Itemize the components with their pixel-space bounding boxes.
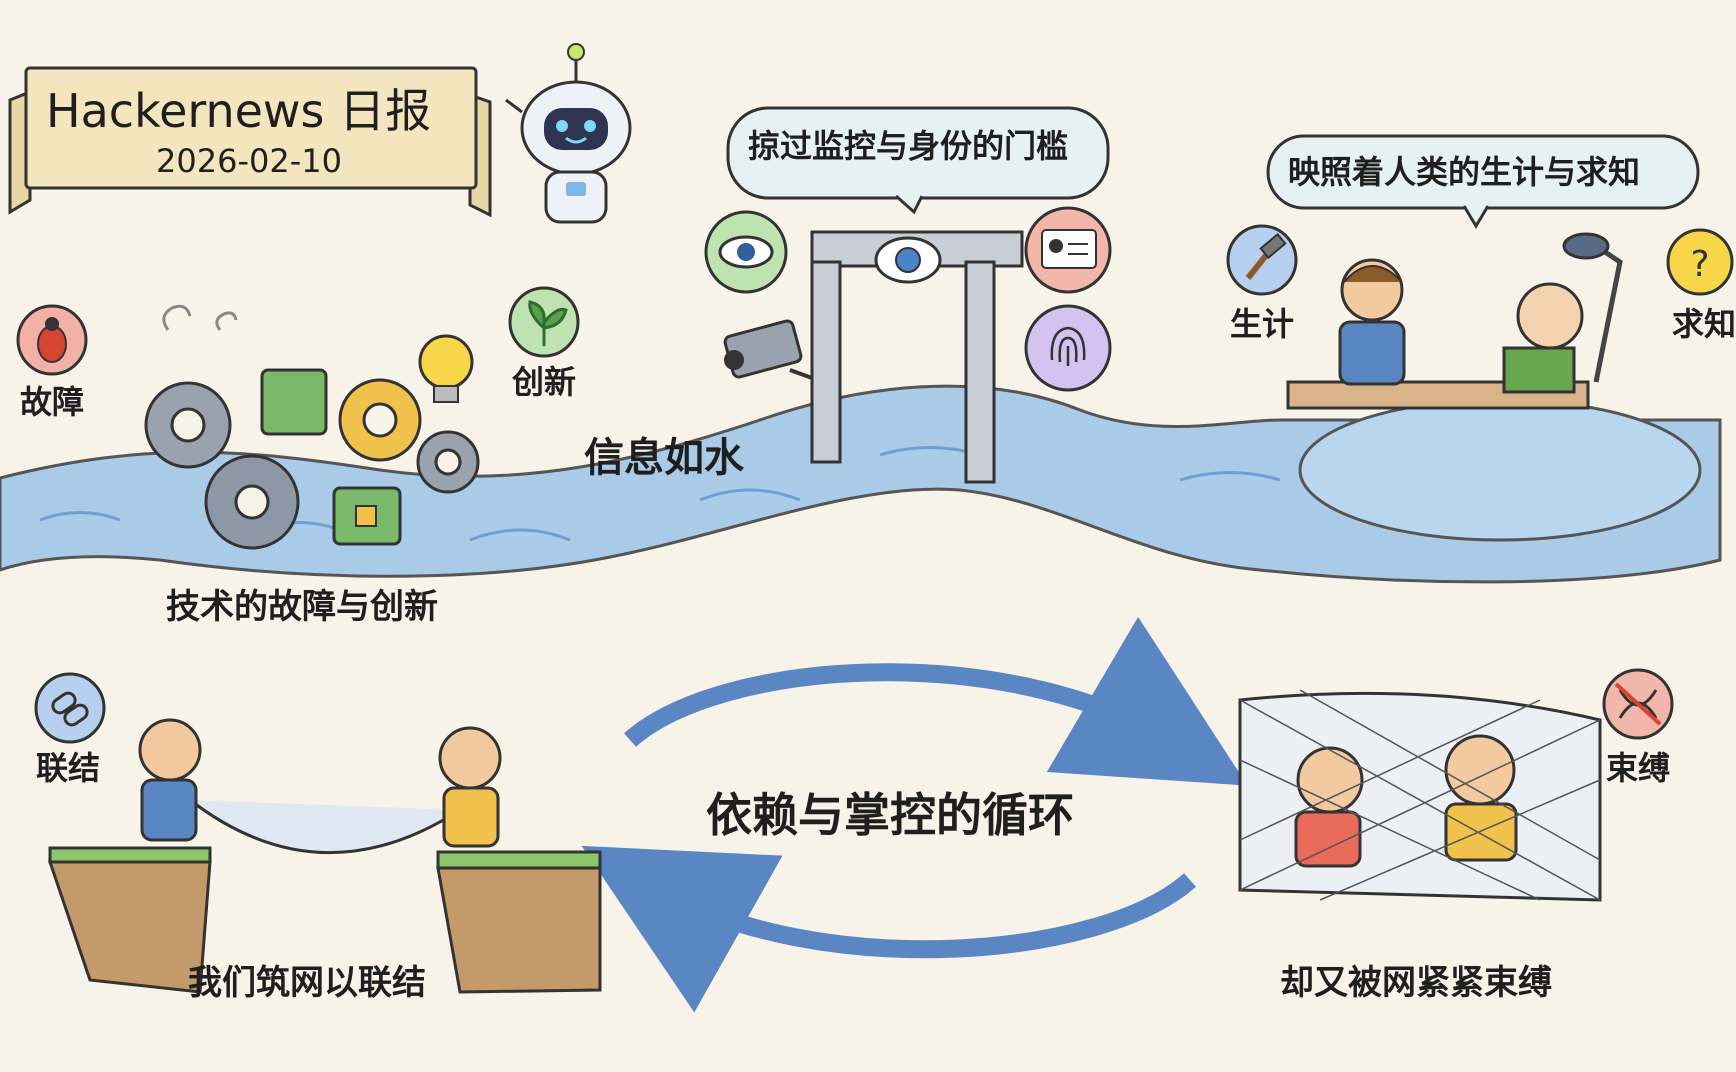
hammer-badge-icon xyxy=(1226,224,1298,296)
id-card-badge-icon xyxy=(1024,206,1112,294)
security-camera-icon xyxy=(723,319,813,380)
label-innovation: 创新 xyxy=(512,363,577,401)
caption-net-build: 我们筑网以联结 xyxy=(188,963,426,1003)
lightbulb-icon xyxy=(418,334,474,403)
label-bind: 束缚 xyxy=(1606,749,1671,787)
net-builders-scene-icon xyxy=(47,718,602,994)
knot-badge-icon xyxy=(1602,668,1674,740)
label-info-flow: 信息如水 xyxy=(584,435,744,481)
question-badge-icon: ? xyxy=(1666,228,1734,296)
speech-bubble-surveillance xyxy=(726,106,1110,215)
speech-bubble-reflection xyxy=(1266,134,1700,229)
caption-net-bind: 却又被网紧紧束缚 xyxy=(1280,963,1552,1003)
svg-text:?: ? xyxy=(1690,244,1709,285)
gears-chips-icon xyxy=(144,304,480,550)
bubble-surveillance-text: 掠过监控与身份的门槛 xyxy=(748,127,1069,165)
cycle-arrows xyxy=(581,616,1248,1013)
caption-tech: 技术的故障与创新 xyxy=(166,587,438,627)
bug-badge-icon xyxy=(16,304,88,376)
chain-link-badge-icon xyxy=(34,672,106,744)
trapped-figures-scene-icon xyxy=(1238,689,1602,902)
label-knowledge: 求知 xyxy=(1672,305,1736,343)
workbench-scene-icon xyxy=(1286,232,1623,410)
sprout-badge-icon xyxy=(508,286,580,358)
caption-cycle: 依赖与掌控的循环 xyxy=(706,788,1074,842)
label-fault: 故障 xyxy=(20,383,85,421)
robot-mascot-icon xyxy=(505,43,632,224)
information-river xyxy=(0,384,1722,584)
surveillance-gate-icon xyxy=(810,230,1024,484)
title-banner xyxy=(8,66,492,218)
bubble-reflection-text: 映照着人类的生计与求知 xyxy=(1288,153,1641,191)
label-connect: 联结 xyxy=(36,749,101,787)
fingerprint-badge-icon xyxy=(1024,304,1112,392)
page-date: 2026-02-10 xyxy=(156,142,342,180)
page-title: Hackernews 日报 xyxy=(46,84,432,138)
eye-badge-icon xyxy=(704,210,788,294)
label-livelihood: 生计 xyxy=(1230,305,1295,343)
